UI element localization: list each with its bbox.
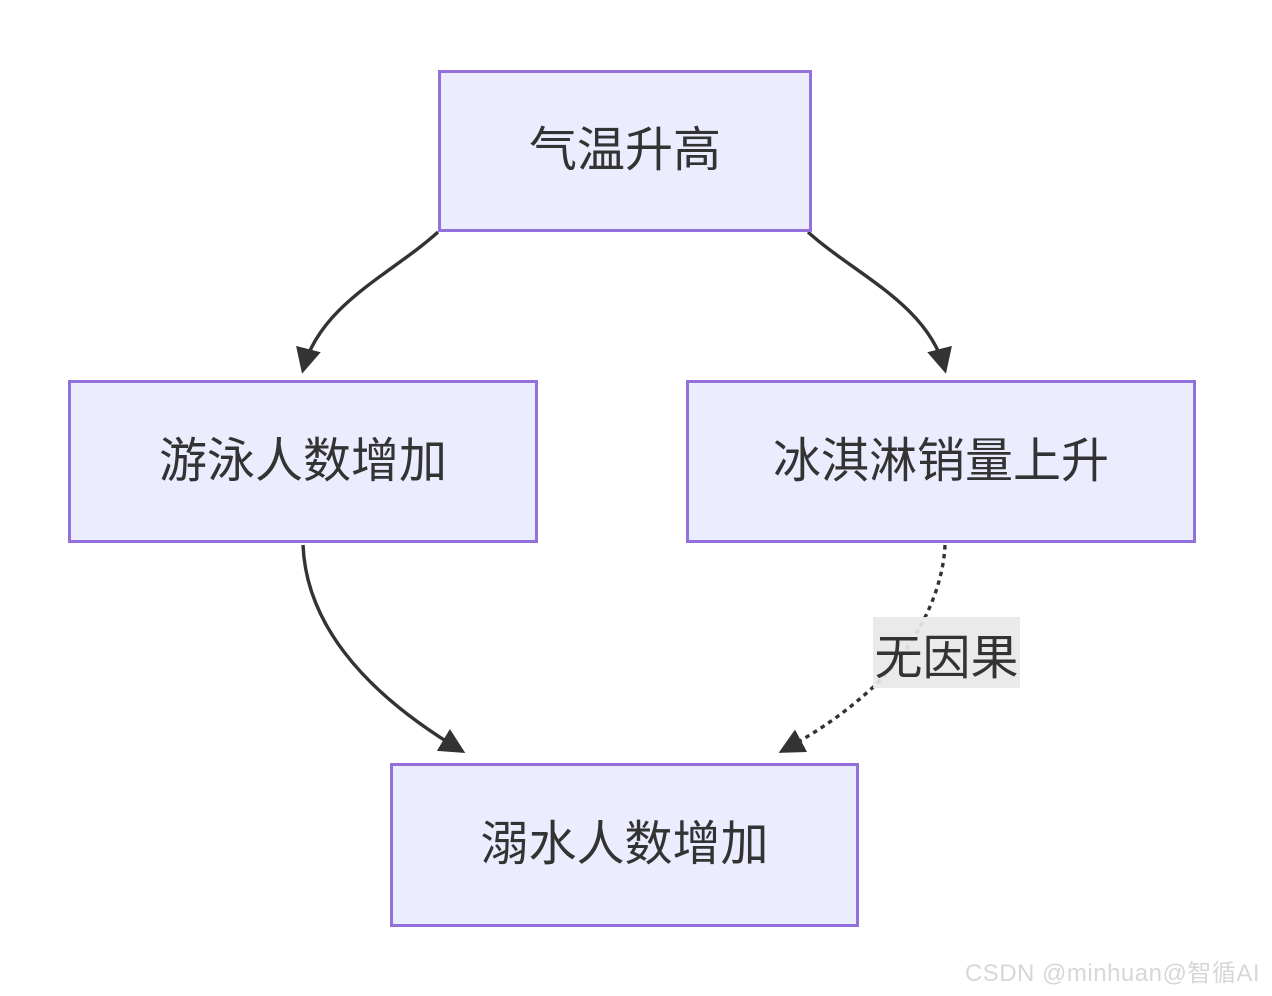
edge-temperature-to-swimming	[296, 230, 440, 374]
node-drowning: 溺水人数增加	[390, 763, 859, 927]
edge-swimming-to-drowning	[301, 544, 466, 753]
edge-temperature-to-icecream	[806, 230, 952, 374]
node-icecream: 冰淇淋销量上升	[686, 380, 1196, 543]
node-swimming: 游泳人数增加	[68, 380, 538, 543]
edge-label-no-causation-text: 无因果	[874, 631, 1019, 685]
watermark: CSDN @minhuan@智循AI	[964, 960, 1260, 987]
node-temperature: 气温升高	[438, 70, 812, 232]
node-temperature-label: 气温升高	[528, 124, 721, 178]
edge-label-no-causation: 无因果	[873, 617, 1020, 688]
node-drowning-label: 溺水人数增加	[480, 818, 769, 872]
node-swimming-label: 游泳人数增加	[158, 434, 447, 488]
node-icecream-label: 冰淇淋销量上升	[772, 434, 1109, 488]
